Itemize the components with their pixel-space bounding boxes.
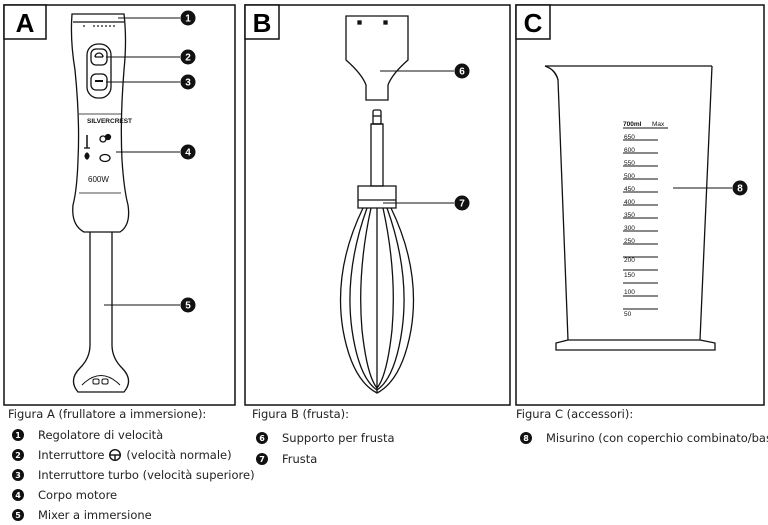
whisk-holder-outline (345, 15, 409, 101)
panel-b-frame (244, 4, 511, 406)
callout-3: 3 (180, 74, 196, 90)
scale-label-max: Max (652, 121, 665, 128)
bowl-mini-icon (99, 153, 111, 163)
legend-text: Corpo motore (38, 488, 118, 502)
legend-text: Mixer a immersione (38, 508, 152, 522)
callout-4: 4 (180, 144, 196, 160)
legend-text: Misurino (con coperchio combinato/base) (546, 431, 768, 445)
legend-number: 5 (12, 509, 24, 521)
legend-number: 2 (12, 449, 24, 461)
switch-icon (109, 449, 122, 461)
wattage-label: 600W (88, 175, 109, 184)
scale-label-top: 700ml (623, 121, 642, 128)
caption-figure-b: Figura B (frusta): (252, 407, 349, 421)
scale-label: 200 (624, 257, 635, 264)
scale-label: 400 (624, 199, 635, 206)
legend-text: (velocità normale) (126, 448, 232, 462)
whisk-drawing (339, 15, 415, 394)
svg-text:1: 1 (185, 14, 191, 25)
legend-text: Regolatore di velocità (38, 428, 164, 442)
motor-body-outline (70, 13, 130, 233)
speed-dots (83, 25, 115, 27)
hand-blender-drawing (70, 13, 130, 393)
scale-label: 150 (624, 272, 635, 279)
legend-c-item-8: 8 Misurino (con coperchio combinato/base… (520, 431, 768, 445)
legend-text: Supporto per frusta (282, 431, 395, 445)
legend-a-item-5: 5 Mixer a immersione (12, 508, 152, 522)
cup-scale-ticks (623, 127, 668, 310)
panel-b-leaders (380, 70, 454, 204)
panel-b-label: B (244, 4, 280, 40)
callout-badges: 1 2 3 4 5 6 7 8 (180, 10, 748, 313)
normal-switch-glyph (94, 52, 104, 58)
legend-text: Interruttore (38, 448, 105, 462)
blending-shaft-outline (72, 232, 130, 393)
callout-7: 7 (454, 195, 470, 211)
whisk-wire-outer (339, 207, 415, 394)
svg-text:C: C (524, 8, 543, 38)
svg-text:3: 3 (185, 78, 191, 89)
caption-figure-a: Figura A (frullatore a immersione): (8, 407, 207, 421)
legend-b-item-7: 7 Frusta (256, 452, 317, 466)
callout-2: 2 (180, 49, 196, 65)
callout-1: 1 (180, 10, 196, 26)
svg-text:5: 5 (185, 301, 191, 312)
legend-a-item-4: 4 Corpo motore (12, 488, 117, 502)
legend-a-item-3: 3 Interruttore turbo (velocità superiore… (12, 468, 255, 482)
whisk-collar-outline (357, 185, 397, 209)
brand-label: SILVERCREST (87, 118, 132, 125)
callout-5: 5 (180, 297, 196, 313)
legend-a-item-1: 1 Regolatore di velocità (12, 428, 163, 442)
scale-label: 650 (624, 134, 635, 141)
scale-label: 550 (624, 160, 635, 167)
legend-text: Interruttore turbo (velocità superiore) (38, 468, 255, 482)
switch-panel-outline (86, 43, 112, 99)
legend-number: 4 (12, 489, 24, 501)
scale-label: 250 (624, 238, 635, 245)
svg-text:7: 7 (459, 199, 465, 210)
svg-text:A: A (16, 8, 35, 38)
scale-label: 50 (624, 311, 632, 318)
legend-number: 7 (256, 453, 268, 465)
scale-label: 450 (624, 186, 635, 193)
panel-c-frame (515, 4, 765, 406)
svg-text:2: 2 (185, 53, 191, 64)
legend-number: 3 (12, 469, 24, 481)
measuring-cup-drawing (544, 65, 716, 351)
svg-text:6: 6 (459, 67, 465, 78)
legend-text: Frusta (282, 452, 318, 466)
panel-c-label: C (515, 4, 551, 40)
svg-text:B: B (253, 8, 272, 38)
scale-label: 600 (624, 147, 635, 154)
scale-label: 500 (624, 173, 635, 180)
legend-number: 8 (520, 432, 532, 444)
scale-label: 100 (624, 289, 635, 296)
scale-label: 300 (624, 225, 635, 232)
cup-base (555, 339, 716, 351)
callout-6: 6 (454, 63, 470, 79)
svg-text:4: 4 (185, 148, 191, 159)
svg-text:8: 8 (737, 184, 743, 195)
callout-8: 8 (732, 180, 748, 196)
legend-a-item-2: 2 Interruttore (velocità normale) (12, 448, 232, 462)
scale-label: 350 (624, 212, 635, 219)
panel-a-frame (3, 4, 236, 406)
cup-scale-labels: 700ml Max 650 600 550 500 450 400 350 30… (623, 121, 665, 318)
drop-mini-icon (84, 152, 90, 160)
legend-number: 1 (12, 429, 24, 441)
legend-b-item-6: 6 Supporto per frusta (256, 431, 395, 445)
caption-figure-c: Figura C (accessori): (516, 407, 634, 421)
panel-a-label: A (3, 4, 47, 40)
legend-number: 6 (256, 432, 268, 444)
whisk-rod-outline (370, 123, 384, 187)
panel-a-leaders (104, 17, 180, 306)
